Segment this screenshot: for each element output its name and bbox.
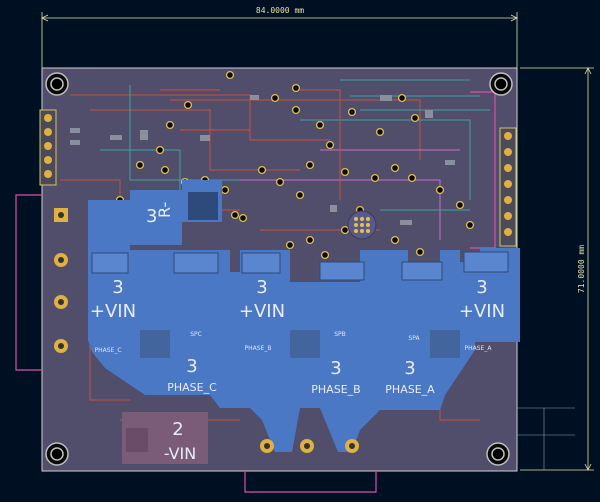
pad-phase-a-number: 3 (404, 358, 415, 379)
silk-phase-a: PHASE_A (465, 345, 493, 352)
pad-phase-a-name: PHASE_A (385, 383, 435, 396)
pad-phase-c-name: PHASE_C (167, 381, 217, 394)
silk-spb: SPB (334, 331, 346, 338)
pad-vin-neg-number: 2 (172, 419, 183, 440)
pad-vin-neg[interactable]: 2 -VIN (122, 412, 208, 464)
pad-vin-left[interactable]: 3 +VIN (90, 277, 136, 322)
left-header[interactable] (39, 109, 57, 186)
pad-vin-mid-name: +VIN (239, 301, 285, 322)
right-header[interactable] (499, 127, 517, 247)
pad-phase-c-number: 3 (186, 356, 197, 377)
width-dimension-label: 84.0000 mm (256, 6, 304, 15)
pad-phase-c[interactable]: 3 PHASE_C (167, 356, 217, 394)
dimension-height (520, 67, 594, 471)
pad-vin-right-name: +VIN (459, 301, 505, 322)
connector-pads (91, 251, 509, 281)
bottom-terminals[interactable] (260, 439, 359, 453)
isolation-gaps (140, 330, 460, 358)
pad-vin-left-number: 3 (112, 277, 123, 298)
pad-r-minus-name: R- (155, 202, 174, 218)
left-terminals[interactable] (54, 208, 68, 353)
mounting-holes (45, 72, 513, 466)
height-dimension-label: 71.0000 mm (577, 245, 586, 293)
pad-phase-b-name: PHASE_B (311, 383, 360, 396)
pad-vin-mid[interactable]: 3 +VIN (239, 277, 285, 322)
pad-phase-a[interactable]: 3 PHASE_A (385, 358, 435, 396)
dimension-width (41, 12, 518, 68)
pad-vin-neg-name: -VIN (164, 444, 196, 463)
pad-vin-left-name: +VIN (90, 301, 136, 322)
bga-footprint (347, 210, 377, 240)
silk-spa: SPA (408, 335, 420, 342)
silk-phase-b: PHASE_B (245, 345, 272, 352)
pad-r-minus-number: 3 (146, 206, 157, 227)
origin-crosshair (515, 407, 575, 470)
silk-spc: SPC (190, 331, 202, 338)
pad-vin-right[interactable]: 3 +VIN (459, 277, 505, 322)
pad-phase-b-number: 3 (330, 358, 341, 379)
pad-vin-right-number: 3 (476, 277, 487, 298)
pad-vin-mid-number: 3 (256, 277, 267, 298)
pad-phase-b[interactable]: 3 PHASE_B (311, 358, 360, 396)
silk-phase-c: PHASE_C (94, 347, 121, 354)
pad-r-minus[interactable]: 3 R- (130, 180, 222, 245)
